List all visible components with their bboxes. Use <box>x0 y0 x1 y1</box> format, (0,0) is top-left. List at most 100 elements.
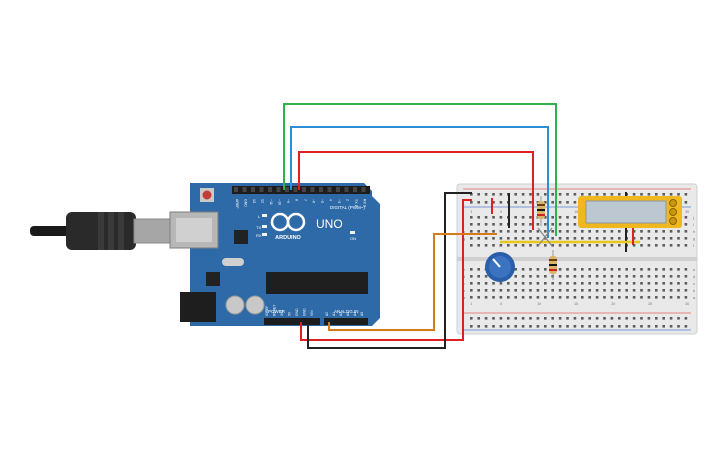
breadboard-hole[interactable] <box>581 289 584 292</box>
breadboard-hole[interactable] <box>551 216 554 219</box>
breadboard-hole[interactable] <box>566 282 569 285</box>
digital-header[interactable] <box>232 186 370 194</box>
breadboard-hole[interactable] <box>595 296 599 299</box>
breadboard-hole[interactable] <box>662 268 665 271</box>
breadboard-hole[interactable] <box>610 275 614 278</box>
power-header[interactable] <box>264 318 320 325</box>
breadboard-hole[interactable] <box>566 268 569 271</box>
breadboard-hole[interactable] <box>610 244 614 247</box>
breadboard-hole[interactable] <box>573 230 577 233</box>
breadboard-hole[interactable] <box>551 317 554 320</box>
breadboard-hole[interactable] <box>558 282 562 285</box>
breadboard-hole[interactable] <box>640 275 643 278</box>
breadboard-hole[interactable] <box>514 275 517 278</box>
breadboard-hole[interactable] <box>647 193 651 196</box>
breadboard-hole[interactable] <box>544 296 547 299</box>
breadboard-hole[interactable] <box>581 275 584 278</box>
breadboard-hole[interactable] <box>595 289 599 292</box>
breadboard-hole[interactable] <box>566 223 569 226</box>
breadboard-hole[interactable] <box>573 317 577 320</box>
breadboard-hole[interactable] <box>625 275 628 278</box>
breadboard-hole[interactable] <box>573 268 577 271</box>
digital-pin-socket[interactable] <box>344 187 349 192</box>
breadboard-hole[interactable] <box>507 230 510 233</box>
breadboard-hole[interactable] <box>640 244 643 247</box>
breadboard-hole[interactable] <box>521 193 525 196</box>
breadboard-hole[interactable] <box>655 268 658 271</box>
breadboard-hole[interactable] <box>470 275 473 278</box>
breadboard-hole[interactable] <box>662 325 665 328</box>
breadboard-hole[interactable] <box>470 244 473 247</box>
breadboard-hole[interactable] <box>677 275 680 278</box>
breadboard-hole[interactable] <box>618 275 621 278</box>
breadboard-hole[interactable] <box>492 282 495 285</box>
breadboard-hole[interactable] <box>477 244 480 247</box>
breadboard-hole[interactable] <box>647 317 651 320</box>
breadboard-hole[interactable] <box>477 223 480 226</box>
digital-pin-socket[interactable] <box>268 187 272 192</box>
breadboard-hole[interactable] <box>662 275 665 278</box>
breadboard-hole[interactable] <box>484 282 488 285</box>
breadboard-hole[interactable] <box>655 244 658 247</box>
breadboard-hole[interactable] <box>477 325 480 328</box>
breadboard-hole[interactable] <box>684 289 688 292</box>
breadboard-hole[interactable] <box>484 325 488 328</box>
breadboard-hole[interactable] <box>677 230 680 233</box>
breadboard-hole[interactable] <box>603 325 606 328</box>
breadboard-hole[interactable] <box>595 230 599 233</box>
breadboard-hole[interactable] <box>573 289 577 292</box>
breadboard-hole[interactable] <box>684 317 688 320</box>
wire-green[interactable] <box>283 103 557 236</box>
breadboard-hole[interactable] <box>662 237 665 240</box>
breadboard-hole[interactable] <box>477 230 480 233</box>
breadboard-hole[interactable] <box>558 193 562 196</box>
digital-pin-socket[interactable] <box>234 187 238 192</box>
breadboard-hole[interactable] <box>470 268 473 271</box>
digital-pin-socket[interactable] <box>327 187 332 192</box>
breadboard-hole[interactable] <box>684 325 688 328</box>
breadboard-hole[interactable] <box>625 317 628 320</box>
breadboard-hole[interactable] <box>647 289 651 292</box>
breadboard-hole[interactable] <box>595 317 599 320</box>
breadboard-hole[interactable] <box>529 268 532 271</box>
breadboard-hole[interactable] <box>640 282 643 285</box>
breadboard-hole[interactable] <box>610 237 614 240</box>
breadboard-hole[interactable] <box>640 296 643 299</box>
breadboard-hole[interactable] <box>640 193 643 196</box>
breadboard-hole[interactable] <box>573 237 577 240</box>
breadboard-hole[interactable] <box>581 317 584 320</box>
breadboard-hole[interactable] <box>588 244 591 247</box>
breadboard-hole[interactable] <box>632 193 636 196</box>
breadboard-hole[interactable] <box>603 289 606 292</box>
breadboard-hole[interactable] <box>669 282 673 285</box>
breadboard-hole[interactable] <box>544 275 547 278</box>
breadboard-hole[interactable] <box>677 268 680 271</box>
breadboard-hole[interactable] <box>477 296 480 299</box>
breadboard-hole[interactable] <box>529 223 532 226</box>
breadboard-hole[interactable] <box>492 317 495 320</box>
breadboard-hole[interactable] <box>529 201 532 204</box>
breadboard-hole[interactable] <box>610 296 614 299</box>
breadboard-hole[interactable] <box>477 216 480 219</box>
breadboard-hole[interactable] <box>558 223 562 226</box>
breadboard-hole[interactable] <box>581 296 584 299</box>
digital-pin-socket[interactable] <box>310 187 315 192</box>
breadboard-hole[interactable] <box>536 325 540 328</box>
breadboard-hole[interactable] <box>492 193 495 196</box>
breadboard-hole[interactable] <box>544 325 547 328</box>
breadboard-hole[interactable] <box>618 268 621 271</box>
breadboard-hole[interactable] <box>647 282 651 285</box>
breadboard-hole[interactable] <box>529 325 532 328</box>
breadboard-hole[interactable] <box>529 296 532 299</box>
breadboard-hole[interactable] <box>544 216 547 219</box>
breadboard-hole[interactable] <box>470 317 473 320</box>
breadboard-hole[interactable] <box>558 201 562 204</box>
breadboard-hole[interactable] <box>544 289 547 292</box>
breadboard-hole[interactable] <box>595 325 599 328</box>
breadboard-hole[interactable] <box>595 275 599 278</box>
breadboard-hole[interactable] <box>588 237 591 240</box>
breadboard-hole[interactable] <box>484 201 488 204</box>
breadboard-hole[interactable] <box>588 282 591 285</box>
breadboard-hole[interactable] <box>558 275 562 278</box>
breadboard-hole[interactable] <box>669 230 673 233</box>
